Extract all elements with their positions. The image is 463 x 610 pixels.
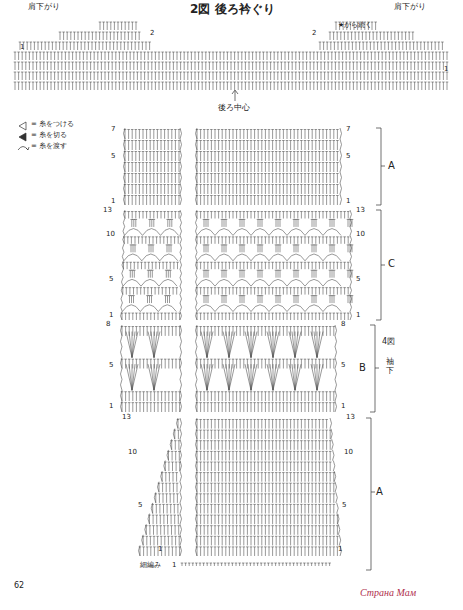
section-brackets: [366, 128, 385, 570]
chart-label: 10: [106, 231, 115, 238]
centre-arrow: [232, 90, 238, 101]
legend-symbols: [18, 122, 29, 150]
chart-label: 後ろ中心: [218, 104, 250, 112]
chart-label: 13: [122, 414, 131, 421]
chart-label: B: [359, 363, 366, 373]
chart-label: 1: [20, 44, 24, 51]
chart-label: 1: [111, 198, 115, 205]
chart-label: 5: [342, 502, 346, 509]
chart-label: 細編み: [140, 562, 161, 569]
chart-label: 1: [172, 562, 176, 569]
chart-label: 1: [444, 66, 448, 73]
chart-label: 5: [109, 276, 113, 283]
chart-label: 10: [128, 449, 137, 456]
chart-label: 5: [109, 362, 113, 369]
chart-label: 2図 後ろ衿ぐり: [190, 3, 275, 15]
chart-label: Страна Мам: [360, 588, 416, 598]
legend-text: = 糸をつける: [31, 121, 74, 128]
chart-label: 1: [346, 198, 350, 205]
chart-label: 7: [346, 126, 350, 133]
chart-label: 5: [138, 502, 142, 509]
chart-label: 8: [341, 321, 345, 328]
chart-label: 13: [103, 207, 112, 214]
chart-label: 62: [14, 582, 24, 590]
chart-label: 2: [312, 30, 316, 37]
chart-label: 1: [338, 546, 342, 553]
chart-label: 1: [158, 546, 162, 553]
stitch-strokes: [14, 22, 449, 566]
chart-label: 1: [341, 403, 345, 410]
chart-label: 4図: [382, 338, 395, 346]
chart-label: 10: [356, 231, 365, 238]
legend-text: = 糸を切る: [31, 132, 67, 139]
chart-label: A: [388, 161, 395, 171]
chart-label: 袖下: [386, 358, 394, 376]
chart-label: 5: [111, 153, 115, 160]
chart-label: ★から続く: [338, 22, 372, 29]
chart-label: 5: [341, 362, 345, 369]
chart-label: 13: [356, 207, 365, 214]
chart-label: 13: [346, 414, 355, 421]
chart-label: 5: [346, 153, 350, 160]
chart-label: 1: [356, 312, 360, 319]
chart-label: 2: [150, 30, 154, 37]
chart-label: 1: [109, 312, 113, 319]
legend-text: = 糸を渡す: [31, 143, 67, 150]
chart-label: C: [388, 259, 395, 269]
chart-label: 8: [106, 321, 110, 328]
chart-label: 5: [356, 276, 360, 283]
stitch-rows: [14, 22, 449, 566]
chart-label: 1: [109, 403, 113, 410]
chart-label: 10: [344, 449, 353, 456]
chart-label: 肩下がり: [394, 3, 426, 11]
chart-label: 7: [111, 126, 115, 133]
chart-label: 肩下がり: [28, 3, 60, 11]
chart-label: A: [376, 487, 383, 497]
